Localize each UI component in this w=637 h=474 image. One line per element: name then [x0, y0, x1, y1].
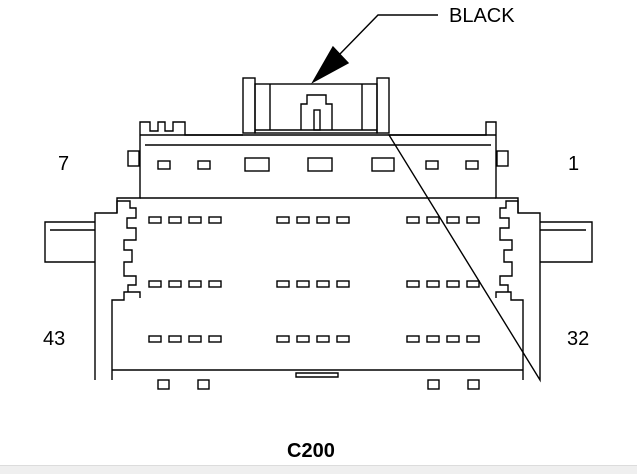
cavity — [316, 335, 330, 343]
cavity — [168, 216, 182, 224]
connector-body — [44, 121, 593, 390]
cavity — [188, 280, 202, 288]
callout-label-black: BLACK — [449, 5, 515, 27]
cavity — [466, 280, 480, 288]
cavity — [406, 280, 420, 288]
cavity — [188, 335, 202, 343]
cavity — [296, 280, 310, 288]
cavity — [316, 280, 330, 288]
cavity — [446, 280, 460, 288]
cavity — [426, 216, 440, 224]
cavity — [208, 335, 222, 343]
color-callout-arrow — [311, 14, 438, 84]
cavity — [296, 335, 310, 343]
cavity — [168, 280, 182, 288]
pin-label-1: 1 — [568, 153, 580, 175]
cavity — [208, 216, 222, 224]
cavity — [148, 280, 162, 288]
pin-label-43: 43 — [43, 328, 66, 350]
cavity — [446, 216, 460, 224]
pin-label-32: 32 — [567, 328, 590, 350]
cavity — [426, 280, 440, 288]
cavity — [336, 216, 350, 224]
pin-label-7: 7 — [58, 153, 70, 175]
cavity — [276, 216, 290, 224]
cavity — [336, 335, 350, 343]
cavity — [148, 216, 162, 224]
cavity — [446, 335, 460, 343]
footer-strip — [0, 465, 637, 474]
cavity — [296, 216, 310, 224]
cavity — [148, 335, 162, 343]
cavity-grid — [148, 216, 480, 343]
cavity — [406, 216, 420, 224]
top-latch — [242, 77, 390, 134]
cavity — [168, 335, 182, 343]
cavity — [188, 216, 202, 224]
cavity — [466, 216, 480, 224]
top-row-cavities — [157, 157, 479, 172]
cavity — [316, 216, 330, 224]
cavity — [466, 335, 480, 343]
connector-name: C200 — [287, 440, 335, 462]
cavity — [426, 335, 440, 343]
cavity — [276, 280, 290, 288]
cavity — [276, 335, 290, 343]
cavity — [406, 335, 420, 343]
cavity — [208, 280, 222, 288]
cavity — [336, 280, 350, 288]
